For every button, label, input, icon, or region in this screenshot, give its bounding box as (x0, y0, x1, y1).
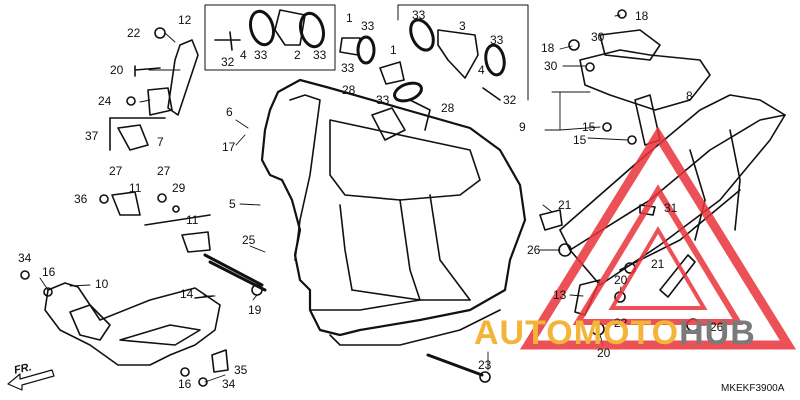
part-number-label: 29 (172, 181, 186, 195)
watermark-logo (519, 126, 797, 350)
part-number-label: 12 (178, 13, 192, 27)
part-number-label: 1 (390, 43, 397, 57)
part-number-label: 32 (503, 93, 517, 107)
part-number-label: 17 (222, 140, 236, 154)
part-number-label: 37 (85, 129, 99, 143)
part-number-label: 10 (95, 277, 109, 291)
part-number-label: 33 (361, 19, 375, 33)
part-number-label: 16 (178, 377, 192, 391)
part-number-label: 24 (98, 94, 112, 108)
part-number-label: 33 (490, 33, 504, 47)
part-number-label: 26 (710, 320, 724, 334)
part-number-label: 20 (614, 273, 628, 287)
part-number-label: 8 (686, 89, 693, 103)
part-number-label: 30 (591, 30, 605, 44)
part-number-label: 30 (544, 59, 558, 73)
callout-box-2 (204, 4, 336, 71)
part-number-label: 33 (376, 93, 390, 107)
part-number-label: 35 (234, 363, 248, 377)
part-number-label: 32 (221, 55, 235, 69)
part-number-label: 13 (553, 288, 567, 302)
part-number-label: 5 (229, 197, 236, 211)
part-number-label: 33 (313, 48, 327, 62)
part-number-label: 6 (226, 105, 233, 119)
part-number-label: 16 (42, 265, 56, 279)
part-number-label: 33 (412, 8, 426, 22)
part-number-label: 2 (294, 48, 301, 62)
part-number-label: 3 (459, 19, 466, 33)
part-number-label: 33 (341, 61, 355, 75)
part-number-label: 27 (109, 164, 123, 178)
part-number-label: 1 (346, 11, 353, 25)
part-number-label: 18 (635, 9, 649, 23)
part-number-label: 26 (527, 243, 541, 257)
part-number-label: 15 (582, 120, 596, 134)
part-number-label: 18 (541, 41, 555, 55)
part-number-label: 25 (242, 233, 256, 247)
part-number-label: 7 (157, 135, 164, 149)
part-number-label: 14 (180, 287, 194, 301)
part-number-label: 27 (157, 164, 171, 178)
part-number-label: 22 (127, 26, 141, 40)
part-number-label: 28 (342, 83, 356, 97)
part-number-label: 23 (478, 358, 492, 372)
part-number-label: 15 (573, 133, 587, 147)
part-number-label: 20 (110, 63, 124, 77)
part-number-label: 4 (240, 48, 247, 62)
part-number-label: 36 (74, 192, 88, 206)
part-number-label: 31 (664, 201, 678, 215)
drawing-code: MKEKF3900A (721, 383, 785, 394)
watermark-text: AUTOMOTOHUB (474, 314, 756, 352)
part-number-label: 28 (441, 101, 455, 115)
part-number-label: 4 (478, 63, 485, 77)
part-number-label: 33 (254, 48, 268, 62)
part-number-label: 19 (248, 303, 262, 317)
part-number-label: 11 (129, 181, 142, 195)
part-number-label: 22 (614, 316, 628, 330)
part-number-label: 21 (651, 257, 665, 271)
part-number-label: 20 (597, 346, 611, 360)
part-number-label: 11 (186, 213, 199, 227)
part-number-label: 34 (222, 377, 236, 391)
part-number-label: 9 (519, 120, 526, 134)
part-number-label: 34 (18, 251, 32, 265)
part-number-label: 21 (558, 198, 572, 212)
